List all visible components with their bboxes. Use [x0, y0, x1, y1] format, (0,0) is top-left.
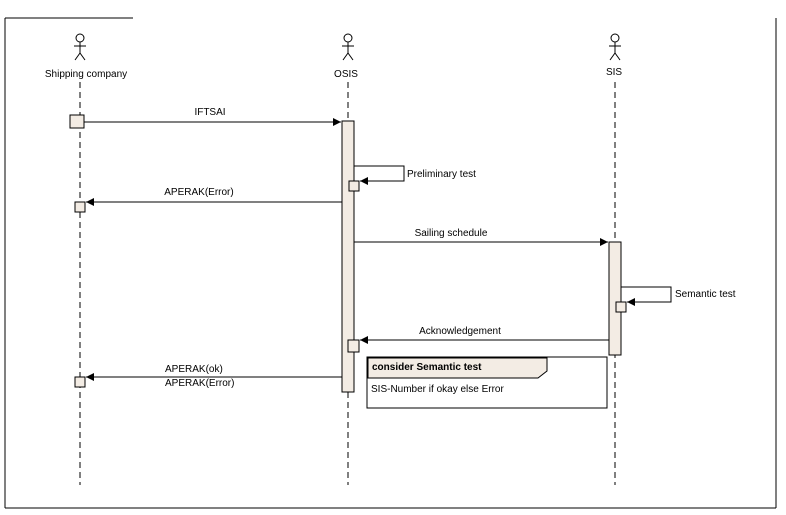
actor-label: Shipping company: [45, 69, 127, 80]
execution-box: [69, 114, 85, 129]
stick-figure-icon: [74, 33, 86, 61]
note-header: [367, 357, 548, 379]
execution-box: [347, 339, 360, 353]
message-aperak-ok-error[interactable]: APERAK(ok) APERAK(Error): [86, 364, 342, 389]
message-sailing-schedule[interactable]: Sailing schedule: [354, 228, 608, 246]
actor-label: OSIS: [334, 69, 358, 80]
message-label: Semantic test: [675, 289, 736, 300]
note-title: consider Semantic test: [372, 362, 482, 373]
message-label: Acknowledgement: [419, 326, 501, 337]
actor-sis[interactable]: SIS: [606, 33, 622, 78]
stick-figure-icon: [609, 33, 621, 61]
message-preliminary-test[interactable]: Preliminary test: [354, 165, 476, 185]
message-label: APERAK(Error): [164, 187, 233, 198]
note-box[interactable]: consider Semantic test SIS-Number if oka…: [366, 356, 608, 409]
message-acknowledgement[interactable]: Acknowledgement: [360, 326, 609, 344]
execution-box: [74, 201, 86, 213]
actor-label: SIS: [606, 67, 622, 78]
execution-box: [615, 301, 627, 313]
message-label: Sailing schedule: [415, 228, 488, 239]
stick-figure-icon: [342, 33, 354, 61]
activation-bar-sis: [608, 241, 622, 356]
message-label: APERAK(Error): [165, 378, 234, 389]
message-aperak-error[interactable]: APERAK(Error): [86, 187, 342, 206]
actor-shipping-company[interactable]: Shipping company: [45, 33, 127, 80]
message-semantic-test[interactable]: Semantic test: [621, 286, 736, 306]
message-iftsai[interactable]: IFTSAI: [84, 107, 341, 126]
note-body: SIS-Number if okay else Error: [371, 384, 504, 395]
message-label: APERAK(ok): [165, 364, 223, 375]
execution-box: [348, 180, 360, 192]
message-label: Preliminary test: [407, 169, 476, 180]
message-label: IFTSAI: [194, 107, 225, 118]
execution-box: [74, 376, 86, 388]
diagram-frame: [4, 17, 777, 509]
actor-osis[interactable]: OSIS: [334, 33, 358, 80]
